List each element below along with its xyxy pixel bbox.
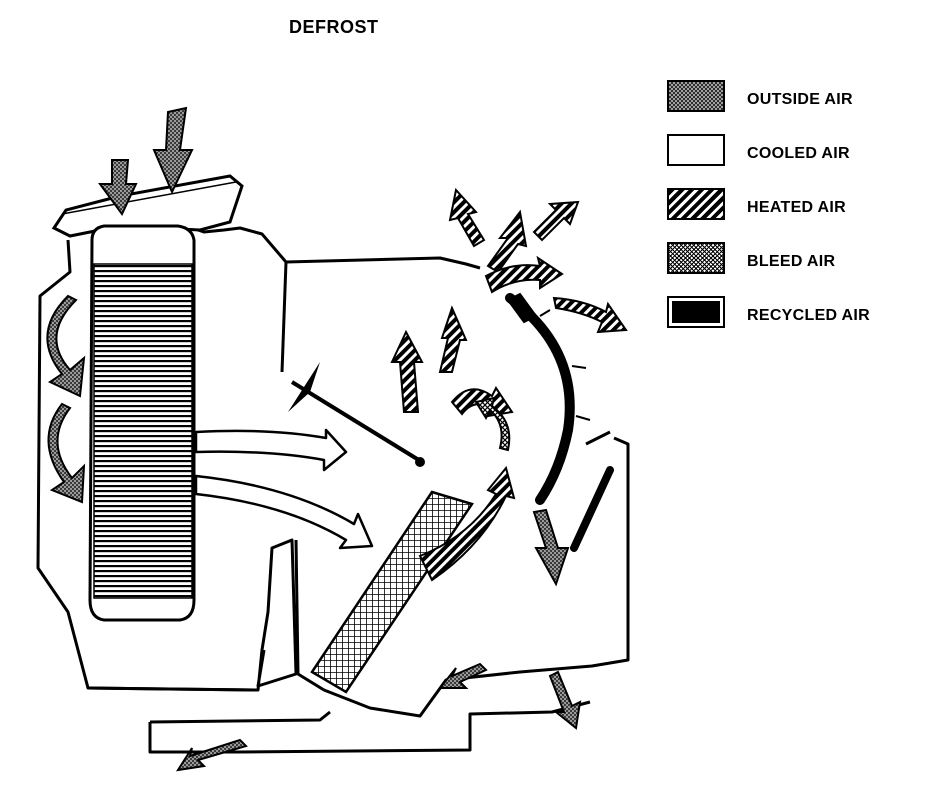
legend-item-bleed-air: BLEED AIR [665,242,915,296]
legend: OUTSIDE AIR COOLED AIR HEATED AIR BLEED … [665,80,915,350]
legend-item-heated-air: HEATED AIR [665,188,915,242]
legend-label: COOLED AIR [747,145,850,162]
bleed-air-swatch [667,242,725,274]
legend-item-outside-air: OUTSIDE AIR [665,80,915,134]
legend-item-recycled-air: RECYCLED AIR [665,296,915,350]
evaporator-core [88,224,196,622]
legend-item-cooled-air: COOLED AIR [665,134,915,188]
legend-label: RECYCLED AIR [747,307,871,324]
bleed-air-arrows [474,396,511,452]
diagram-title: DEFROST [289,17,379,37]
outside-air-swatch [667,80,725,112]
blend-door [288,362,425,467]
recycled-air-swatch [667,296,725,328]
mode-door [570,466,614,552]
defrost-door [505,293,591,505]
heated-air-swatch [667,188,725,220]
cooled-air-arrows [194,428,374,550]
recycled-air-arrows [506,292,538,324]
outside-air-arrows [46,106,582,772]
legend-label: HEATED AIR [747,199,846,216]
legend-label: OUTSIDE AIR [747,91,853,108]
heated-air-arrows [390,187,628,582]
cooled-air-swatch [667,134,725,166]
heater-core [310,490,474,694]
legend-label: BLEED AIR [747,253,836,270]
